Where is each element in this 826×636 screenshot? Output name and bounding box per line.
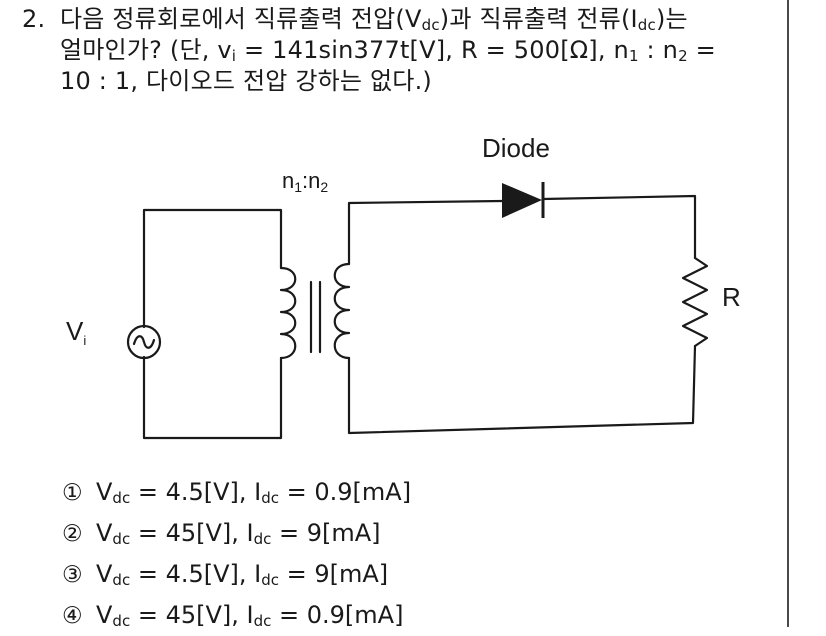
choice-mark: ① (62, 480, 83, 506)
diode-label: Diode (482, 133, 550, 163)
sine-wave-icon (132, 335, 156, 349)
return-wire (347, 344, 697, 435)
question-number: 2. (22, 5, 46, 33)
secondary-coil (333, 262, 351, 360)
primary-bottom-wire (142, 355, 283, 440)
column-divider (787, 0, 789, 627)
primary-coil (279, 266, 297, 360)
choice-mark: ③ (62, 562, 83, 588)
question-line-3: 10 : 1, 다이오드 전압 강하는 없다.) (60, 67, 432, 95)
resistor (681, 256, 709, 348)
source-label: Vi (66, 316, 86, 348)
question-line-2: 얼마인가? (단, vi = 141sin377t[V], R = 500[Ω]… (60, 36, 716, 65)
diode-icon (502, 183, 542, 218)
question-line-1: 2.다음 정류회로에서 직류출력 전압(Vdc)과 직류출력 전류(Idc)는 (22, 5, 688, 34)
choice-mark: ② (62, 521, 83, 547)
choice-mark: ④ (62, 603, 83, 629)
resistor-label: R (722, 282, 741, 312)
diode-to-resistor-wire (541, 194, 697, 260)
primary-top-wire (142, 208, 283, 329)
ac-source (126, 324, 162, 360)
turns-ratio-label: n1:n2 (282, 168, 328, 195)
secondary-top-wire (347, 199, 504, 266)
question-text: 2.다음 정류회로에서 직류출력 전압(Vdc)과 직류출력 전류(Idc)는 … (22, 4, 782, 97)
